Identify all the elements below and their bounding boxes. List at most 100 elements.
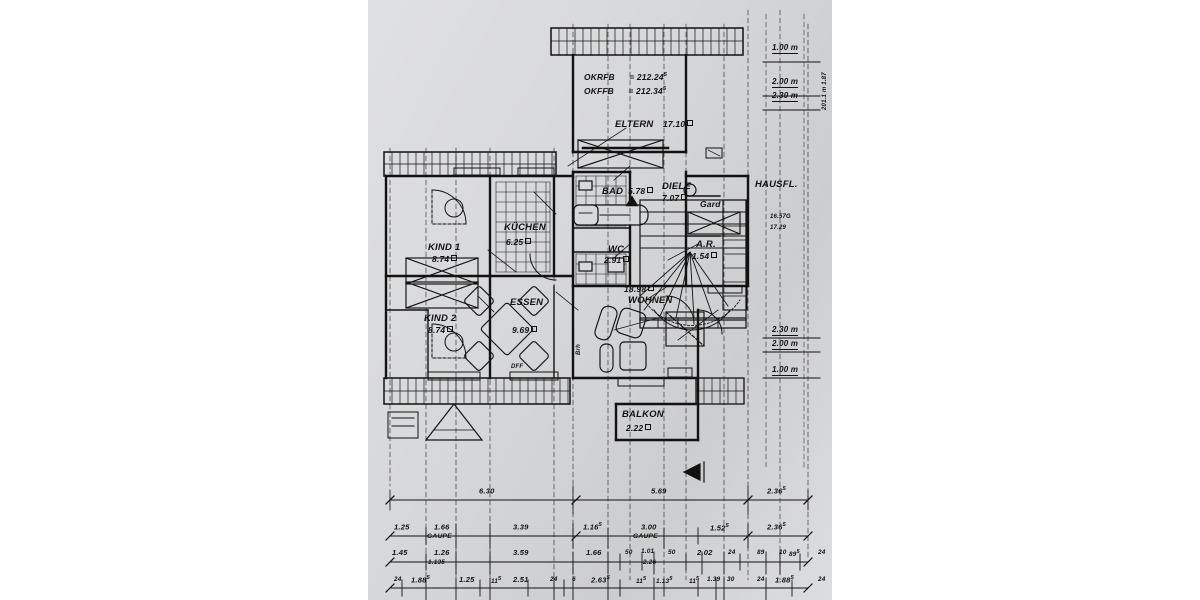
right-dim-bottom-2: 2.00 m xyxy=(772,339,799,350)
dim-row3-6: 1.01 xyxy=(641,548,655,555)
dim-row4-12: 30 xyxy=(727,576,735,583)
right-dim-top-3: 2.30 m xyxy=(772,91,799,102)
okrfb-elevation: OKRFB = 212.245 xyxy=(584,72,668,82)
dim-row2-5: 1.525 xyxy=(710,523,729,533)
wc-bowl-icon xyxy=(578,180,593,191)
dim-row2-2: 3.39 xyxy=(513,522,529,532)
annotation-gard: Gard xyxy=(700,199,721,209)
room-label-bad: BAD xyxy=(602,186,624,197)
coffee-table xyxy=(619,341,647,371)
dim-row4-8: 115 xyxy=(636,576,647,586)
sofa xyxy=(594,305,618,341)
room-label-kind-2: KIND 2 xyxy=(424,313,457,324)
right-dim-bottom-3: 1.00 m xyxy=(772,365,799,376)
dim-row3-11: 89 xyxy=(757,549,765,556)
room-label-kind-1: KIND 1 xyxy=(428,242,461,253)
bathroom-fixtures xyxy=(573,180,649,273)
dim-row4-14: 1.885 xyxy=(775,575,794,585)
dim-row3-5: 50 xyxy=(625,549,633,556)
dimension-chains-graphics xyxy=(385,485,813,600)
dim-row2-4-note: GAUPE xyxy=(633,533,658,540)
dim-row2-1: 1.66 xyxy=(434,522,450,532)
room-label-eltern: ELTERN xyxy=(615,119,654,130)
room-label-wohnen: WOHNEN xyxy=(628,295,673,306)
dim-row1-2: 2.365 xyxy=(767,486,786,496)
room-label-essen: ESSEN xyxy=(510,297,544,308)
right-dim-vertical: 201.1 m 1.87 xyxy=(822,72,828,110)
room-label-ar: A.R. xyxy=(696,239,716,250)
windows xyxy=(427,146,743,387)
dimension-extension-lines xyxy=(389,9,809,581)
dim-row3-14: 24 xyxy=(818,549,826,556)
leader-lines xyxy=(477,127,719,341)
right-metre-dimensions xyxy=(762,61,821,379)
dim-row2-1-note: GAUPE xyxy=(427,533,452,540)
misc-details xyxy=(387,147,723,439)
room-area-bad: 5.78 xyxy=(628,187,654,196)
bed-kind1 xyxy=(405,257,479,285)
dim-row2-6: 2.365 xyxy=(767,522,786,532)
dim-row4-13: 24 xyxy=(757,576,765,583)
annotation-dff: DFF xyxy=(511,364,524,370)
dining-chair xyxy=(519,286,549,316)
dim-row3-12: 10 xyxy=(779,549,787,556)
wc-seat-icon xyxy=(578,261,593,272)
dining-chair xyxy=(519,341,549,371)
north-marker-icon xyxy=(682,461,705,483)
dim-row4-3: 115 xyxy=(491,576,502,586)
armchair xyxy=(615,307,647,339)
dim-row4-11: 1.39 xyxy=(707,576,721,583)
dim-row3-10: 24 xyxy=(728,549,736,556)
dim-row4-9: 1.135 xyxy=(656,576,673,586)
dim-row3-3: 3.59 xyxy=(513,548,529,557)
dim-row3-7: 50 xyxy=(668,549,676,556)
dim-row4-15: 24 xyxy=(818,576,826,583)
wardrobe-gard xyxy=(687,211,741,235)
room-area-balkon: 2.22 xyxy=(626,424,652,433)
side-seat xyxy=(599,343,614,373)
dim-row4-1: 1.885 xyxy=(411,575,430,585)
living-room-seating xyxy=(594,305,705,373)
washbasin-icon xyxy=(573,204,599,226)
cabinet xyxy=(665,311,705,347)
dim-row3-9: 2.02 xyxy=(697,548,713,557)
dim-row4-7: 2.635 xyxy=(591,575,610,585)
dim-row2-4: 3.00 xyxy=(641,522,657,532)
dim-row3-2: 1.135 xyxy=(428,559,445,566)
room-label-diele: DIELE xyxy=(662,181,691,192)
wall-hatching xyxy=(383,27,748,441)
dining-chair xyxy=(464,286,494,316)
room-area-kind-2: 8.74 xyxy=(428,326,454,335)
dining-chair xyxy=(464,341,494,371)
dim-row4-5: 24 xyxy=(550,576,558,583)
dim-row4-6: 6 xyxy=(572,576,576,583)
dim-row1-1: 5.69 xyxy=(651,486,667,496)
floor-plan-drawing xyxy=(383,9,821,600)
right-dim-top-1: 1.00 m xyxy=(772,43,799,54)
room-label-kuchen: KÜCHEN xyxy=(504,222,546,233)
dim-row2-0: 1.25 xyxy=(394,522,410,532)
dim-row4-2: 1.25 xyxy=(459,575,475,584)
dim-row4-0: 24 xyxy=(394,576,402,583)
room-area-wc: 2.91 xyxy=(604,256,630,265)
room-area-kind-1: 8.74 xyxy=(432,255,458,264)
newel-post-icon xyxy=(683,183,697,197)
dim-row1-0: 6.30 xyxy=(479,486,495,496)
bed-eltern xyxy=(577,139,664,169)
room-label-wc: WC xyxy=(608,244,625,255)
dim-row3-0: 1.45 xyxy=(392,548,408,557)
dim-row3-4: 1.66 xyxy=(586,548,602,557)
stair-note-2: 17.29 xyxy=(770,225,787,231)
right-dimension-guides xyxy=(765,13,805,471)
dim-row3-13: 895 xyxy=(789,549,800,559)
right-dim-bottom-1: 2.30 m xyxy=(772,325,799,336)
stair-note-1: 16.57G xyxy=(770,214,791,220)
dim-row2-3: 1.165 xyxy=(583,522,602,532)
room-area-essen: 9.69 xyxy=(512,326,538,335)
right-dim-top-2: 2.00 m xyxy=(772,77,799,88)
dining-table-set xyxy=(464,286,549,371)
kitchen-grid xyxy=(495,181,551,273)
annotation-brh: Brh xyxy=(576,344,582,355)
room-area-wohnen: 18.98 xyxy=(624,285,655,294)
